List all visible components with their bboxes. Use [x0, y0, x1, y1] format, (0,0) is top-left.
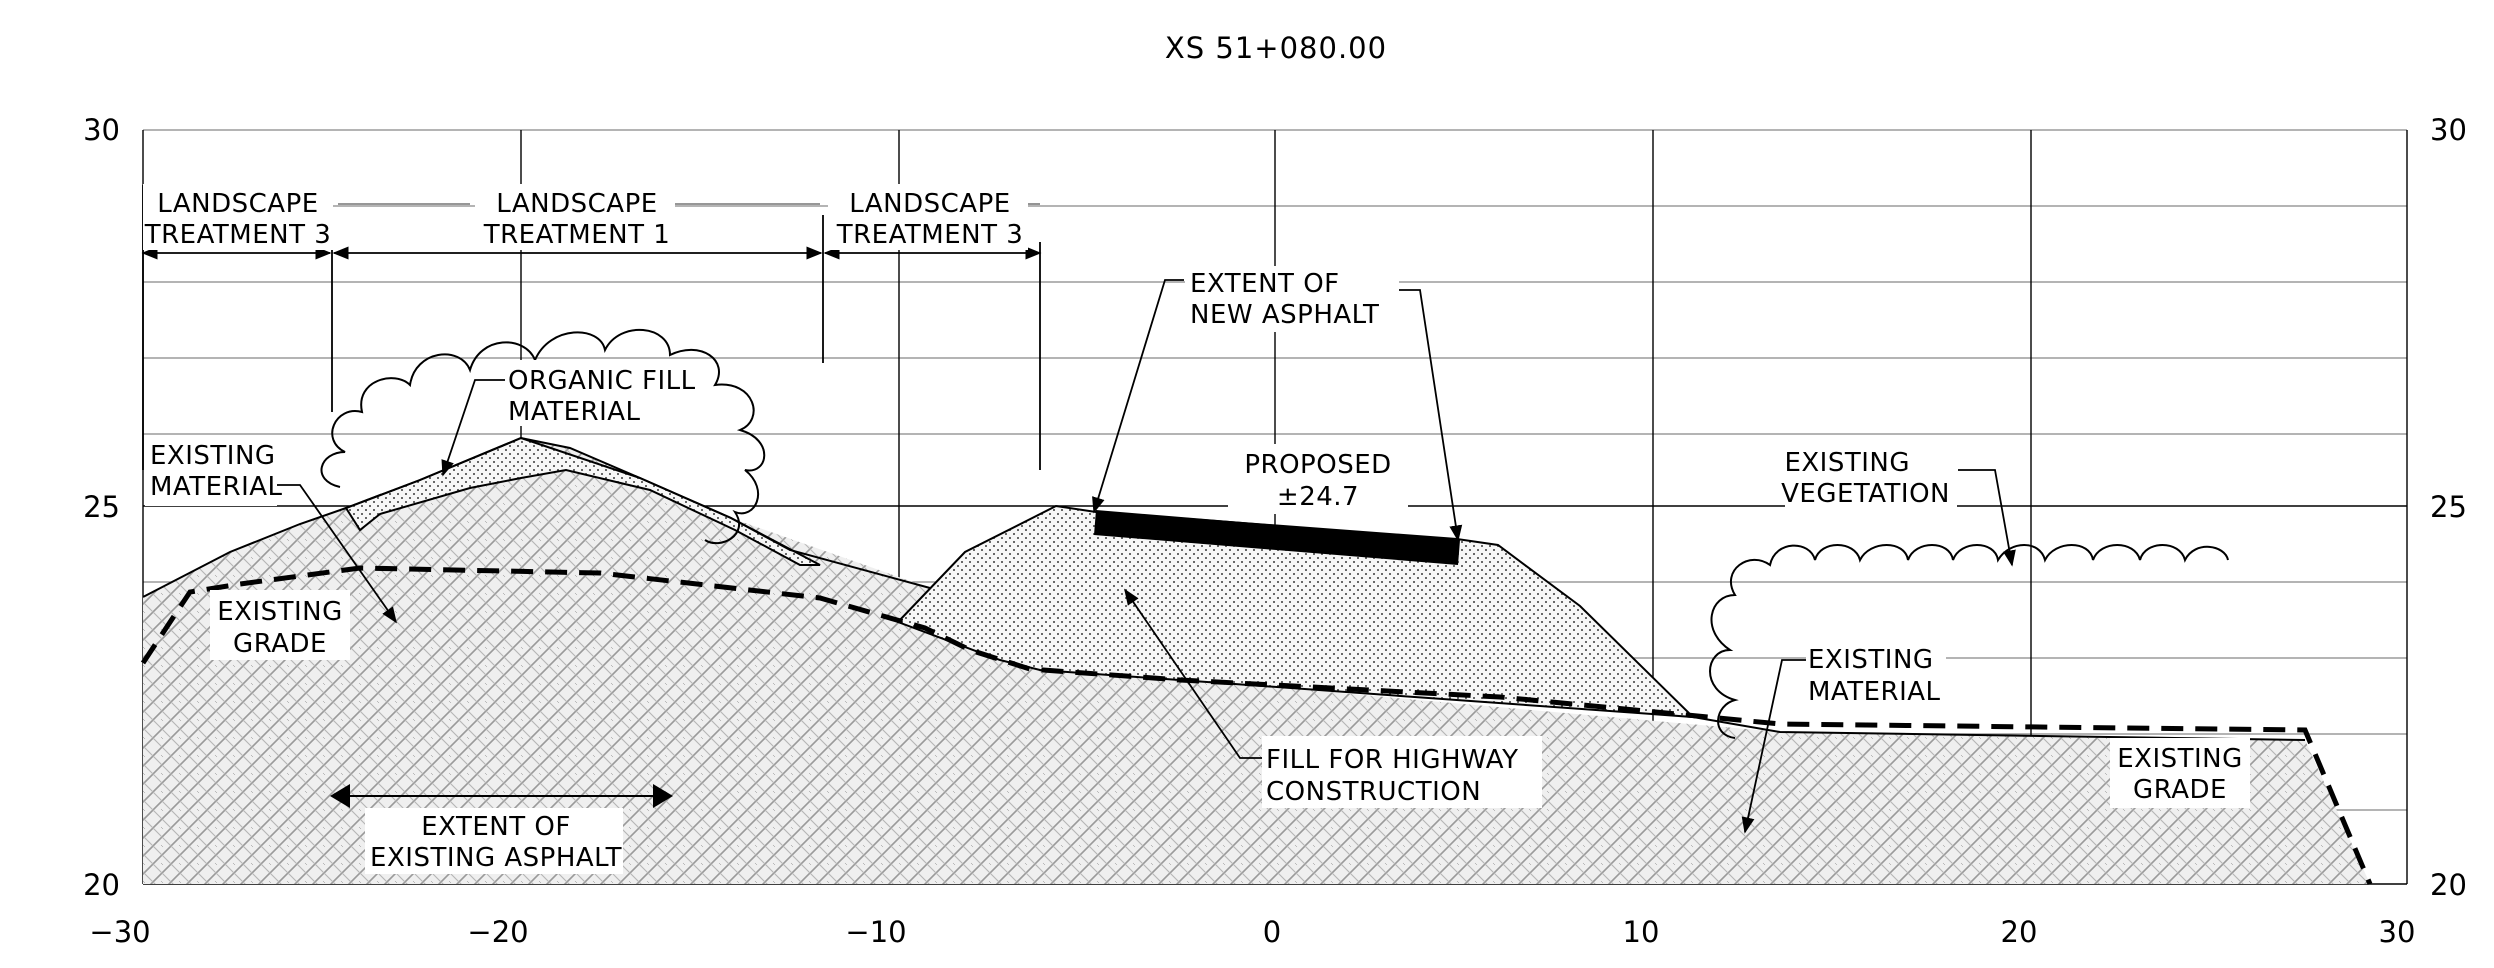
- organic-fill-label-line2: MATERIAL: [508, 397, 641, 427]
- existing-grade-right-line2: GRADE: [2133, 775, 2227, 805]
- organic-fill-label-line1: ORGANIC FILL: [508, 366, 696, 396]
- vegetation-cloud-right: [1709, 544, 2229, 739]
- existing-surface-line: [142, 436, 931, 598]
- y-right-tick-label: 25: [2430, 490, 2467, 524]
- landscape-treatment-3-right-line1: LANDSCAPE: [849, 189, 1010, 219]
- landscape-treatment-1-line2: TREATMENT 1: [483, 220, 671, 250]
- existing-grade-dashed-line: [140, 565, 2373, 885]
- extent-new-asphalt-line2: NEW ASPHALT: [1190, 300, 1379, 330]
- vegetation-cloud-left: [320, 328, 766, 545]
- existing-vegetation-line2: VEGETATION: [1781, 479, 1950, 509]
- x-tick-label: −10: [845, 915, 906, 949]
- extent-existing-asphalt-line2: EXISTING ASPHALT: [370, 843, 622, 873]
- y-right-tick-label: 30: [2430, 113, 2467, 147]
- proposed-elevation-line1: PROPOSED: [1244, 450, 1391, 480]
- landscape-treatment-3-left-line2: TREATMENT 3: [144, 220, 332, 250]
- existing-vegetation-line1: EXISTING: [1784, 448, 1910, 478]
- extent-new-asphalt-line1: EXTENT OF: [1190, 269, 1340, 299]
- existing-asphalt-arrow-left: [330, 784, 350, 808]
- x-tick-label: −20: [467, 915, 528, 949]
- organic-fill-area: [344, 436, 821, 566]
- y-right-tick-label: 20: [2430, 868, 2467, 902]
- landscape-treatment-3-right-line2: TREATMENT 3: [836, 220, 1024, 250]
- fill-highway-line1: FILL FOR HIGHWAY: [1266, 745, 1518, 775]
- existing-ground-hatch: [143, 438, 2370, 884]
- new-asphalt-bar: [1094, 510, 1460, 565]
- y-left-tick-label: 30: [83, 113, 120, 147]
- x-tick-label: 20: [2001, 915, 2038, 949]
- existing-surface-right-line: [1692, 716, 2306, 741]
- existing-material-left-line1: EXISTING: [150, 441, 276, 471]
- existing-grade-right-line1: EXISTING: [2117, 744, 2243, 774]
- x-tick-label: 0: [1263, 915, 1281, 949]
- existing-grade-left-line1: EXISTING: [217, 597, 343, 627]
- extent-existing-asphalt-line1: EXTENT OF: [421, 812, 571, 842]
- existing-material-right-line2: MATERIAL: [1808, 677, 1941, 707]
- leader-lines: [275, 279, 2016, 834]
- existing-material-right-line1: EXISTING: [1808, 645, 1934, 675]
- existing-asphalt-arrow-right: [653, 784, 673, 808]
- x-tick-label: 30: [2379, 915, 2416, 949]
- x-tick-label: 10: [1623, 915, 1660, 949]
- labels: LANDSCAPE TREATMENT 3 LANDSCAPE TREATMEN…: [143, 184, 2250, 874]
- landscape-treatment-3-left-line1: LANDSCAPE: [157, 189, 318, 219]
- landscape-treatment-1-line1: LANDSCAPE: [496, 189, 657, 219]
- proposed-elevation-line2: ±24.7: [1277, 482, 1359, 512]
- x-tick-label: −30: [89, 915, 150, 949]
- existing-grade-left-line2: GRADE: [233, 629, 327, 659]
- existing-material-left-line2: MATERIAL: [150, 472, 283, 502]
- drawing-title: XS 51+080.00: [1165, 31, 1387, 65]
- y-left-tick-label: 20: [83, 868, 120, 902]
- fill-highway-line2: CONSTRUCTION: [1266, 777, 1481, 807]
- y-left-tick-label: 25: [83, 490, 120, 524]
